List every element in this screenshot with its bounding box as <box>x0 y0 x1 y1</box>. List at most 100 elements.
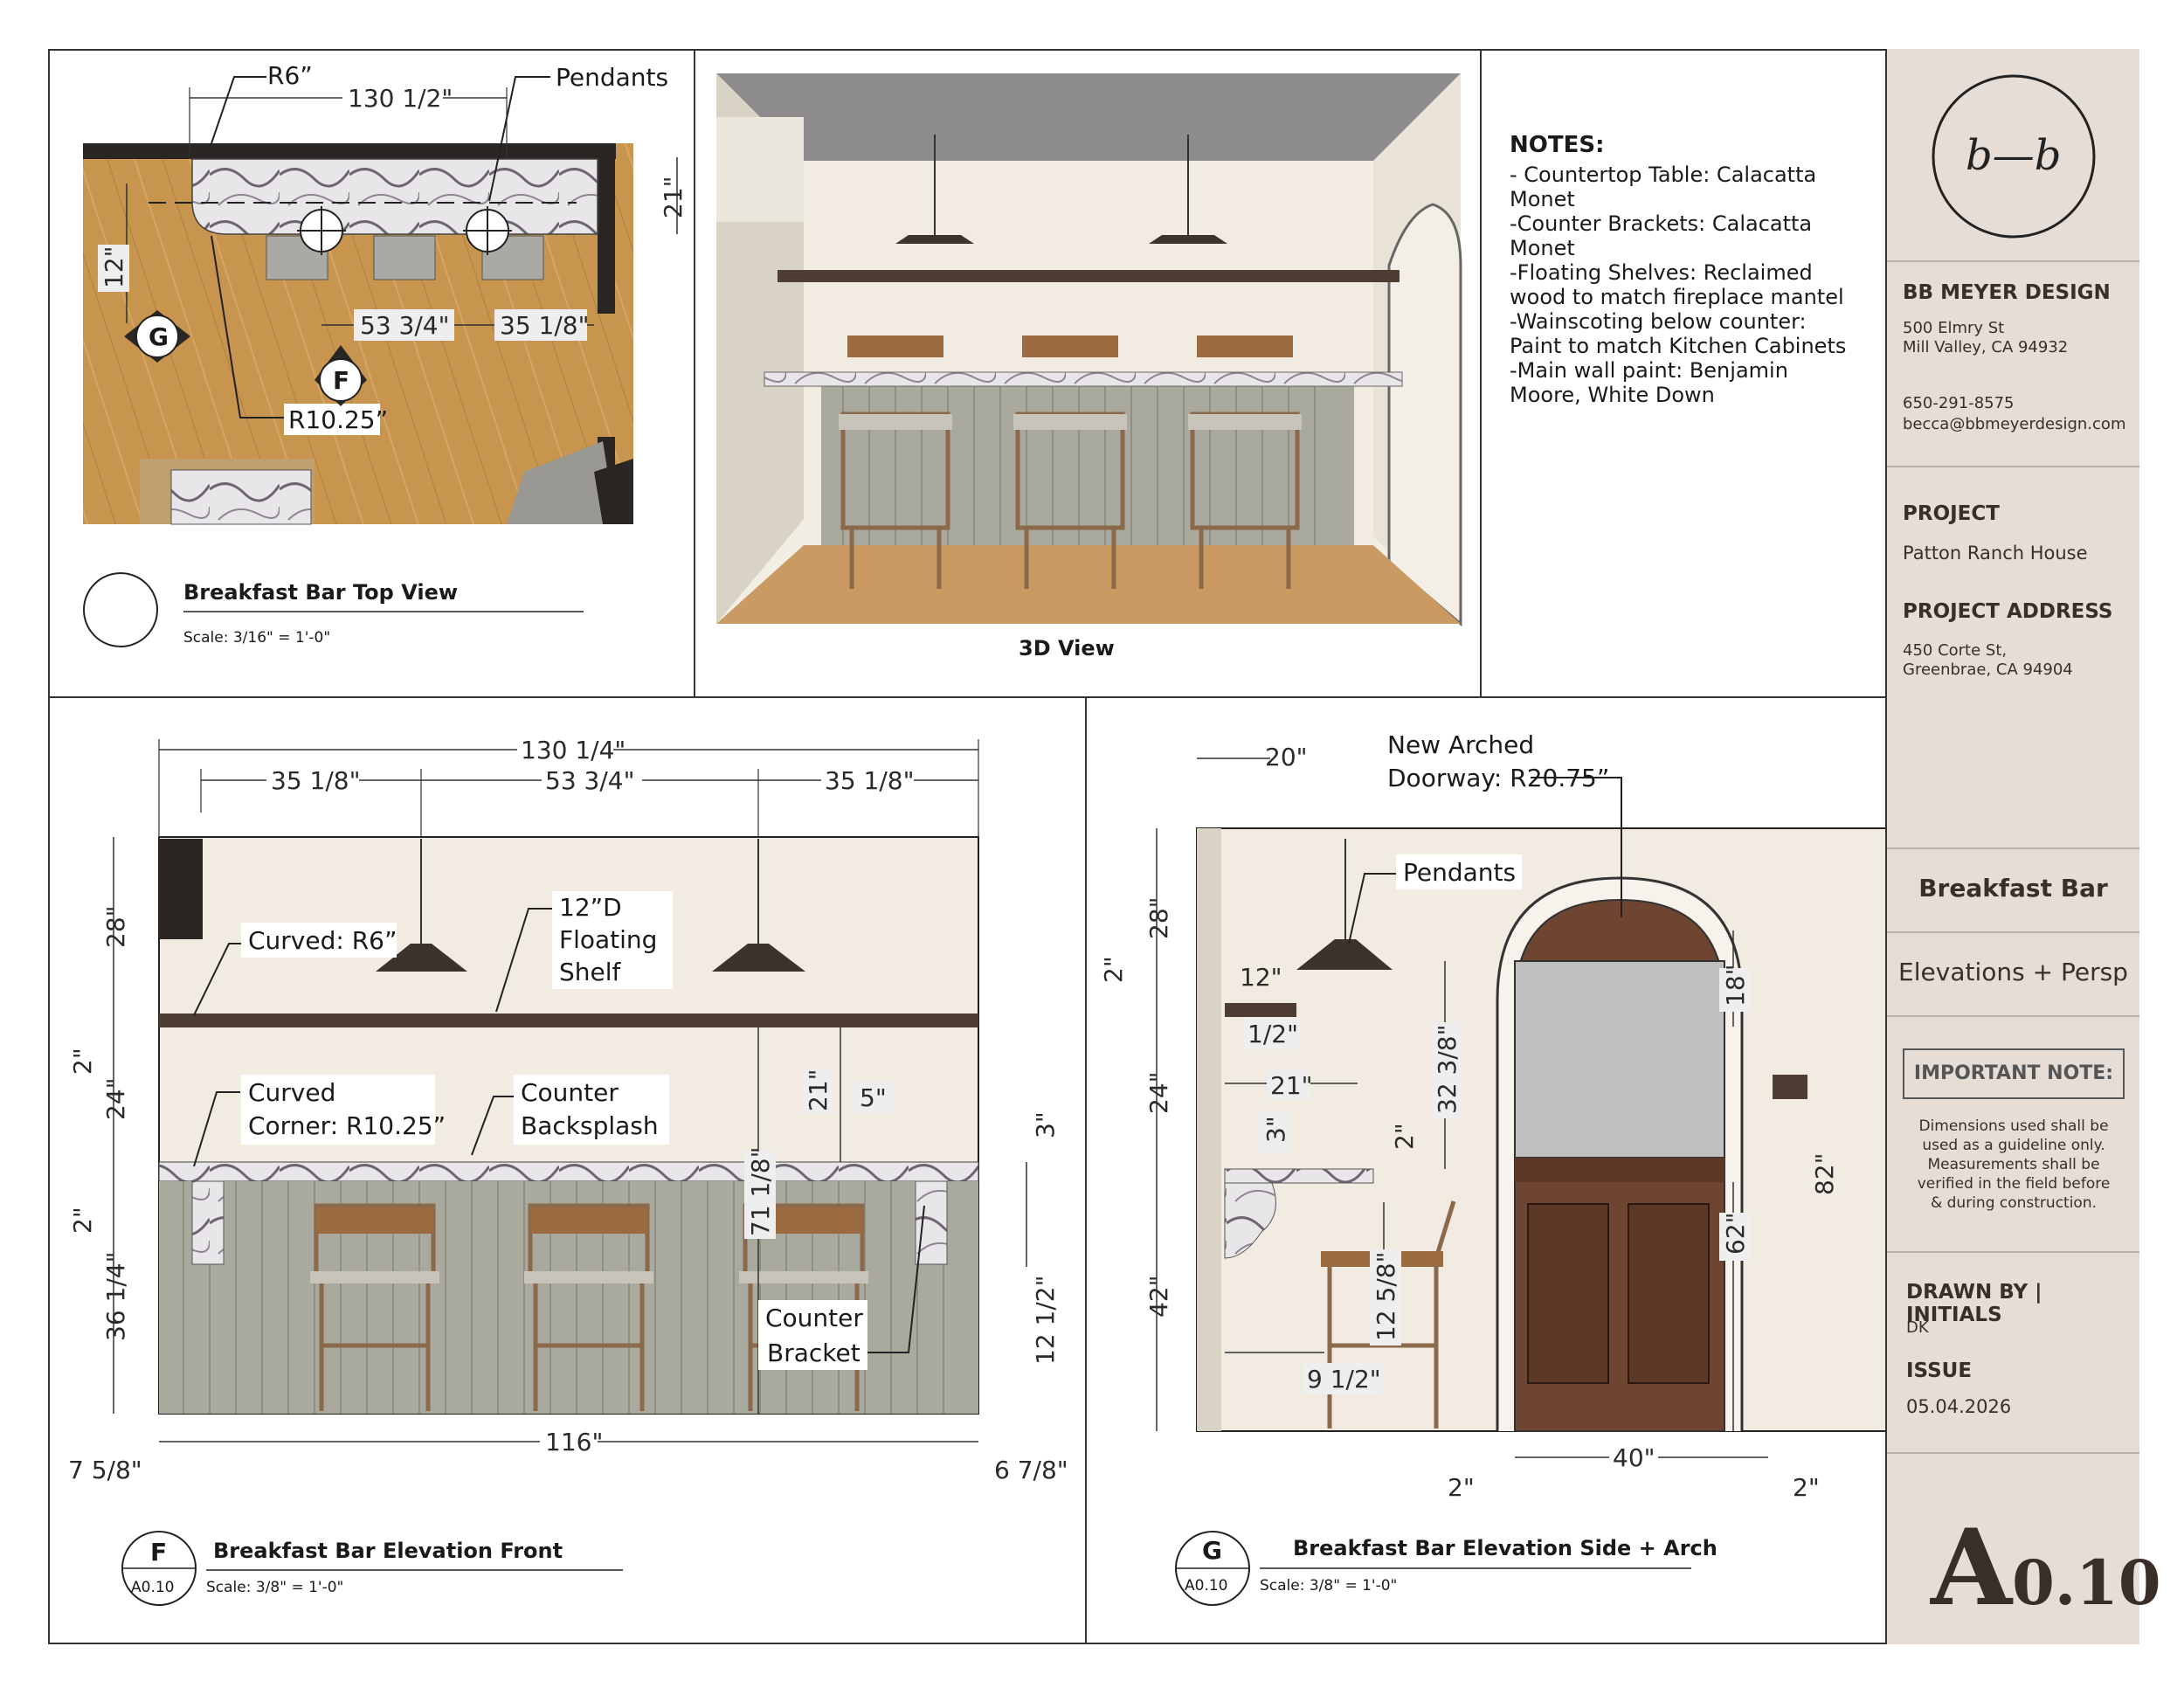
side-dim-32: 32 3/8" <box>1433 1025 1462 1114</box>
top-marker-f: F <box>333 366 349 395</box>
project-name: Patton Ranch House <box>1903 543 2088 564</box>
side-label-pendants: Pendants <box>1403 858 1516 887</box>
front-dim-130: 130 1/4" <box>521 736 625 764</box>
front-label-backsplash-2: Backsplash <box>521 1111 659 1140</box>
front-dim-35b: 35 1/8" <box>825 766 914 795</box>
side-dim-2c: 2" <box>1448 1473 1475 1502</box>
front-dim-6875: 6 7/8" <box>994 1456 1068 1484</box>
project-label: PROJECT <box>1903 502 2000 525</box>
sheet-number-b: 0.10 <box>2012 1546 2161 1619</box>
front-dim-3: 3" <box>1031 1111 1060 1138</box>
front-elevation-drawing: 130 1/4" 35 1/8" 53 3/4" 35 1/8" 28" 2" … <box>68 736 1068 1606</box>
notes-heading: NOTES: <box>1510 132 1605 158</box>
side-label-arch-2: Doorway: R20.75” <box>1387 764 1609 792</box>
project-address-1: 450 Corte St, <box>1903 641 2008 660</box>
side-dim-28: 28" <box>1144 896 1173 939</box>
side-dim-82: 82" <box>1810 1152 1839 1195</box>
top-marker-g: G <box>149 322 169 351</box>
sheet-subtitle: Elevations + Persp <box>1898 958 2128 986</box>
side-dim-62: 62" <box>1721 1212 1750 1255</box>
front-dim-24: 24" <box>101 1077 130 1120</box>
side-title: Breakfast Bar Elevation Side + Arch <box>1293 1536 1717 1560</box>
side-label-arch-1: New Arched <box>1387 730 1534 759</box>
firm-phone: 650-291-8575 <box>1903 394 2015 412</box>
front-label-shelf-1: 12”D <box>559 893 622 922</box>
note-item: -Main wall paint: Benjamin Moore, White … <box>1510 358 1788 407</box>
notes-block: NOTES: - Countertop Table: Calacatta Mon… <box>1510 133 1859 407</box>
logo-mark: b—b <box>1932 74 2096 239</box>
important-note-label: IMPORTANT NOTE: <box>1903 1048 2125 1099</box>
project-address-label: PROJECT ADDRESS <box>1903 600 2113 623</box>
front-dim-116: 116" <box>545 1428 603 1456</box>
side-callout-sheet: A0.10 <box>1185 1577 1227 1595</box>
three-d-view <box>716 73 1462 627</box>
front-counter <box>158 1161 979 1182</box>
floor-3d <box>716 545 1461 624</box>
front-dim-2b: 2" <box>68 1207 97 1234</box>
side-dim-20: 20" <box>1265 743 1308 771</box>
top-dim-35125: 35 1/8" <box>500 311 589 340</box>
side-dim-21: 21" <box>1270 1071 1313 1100</box>
note-item: - Countertop Table: Calacatta Monet <box>1510 163 1817 211</box>
side-dim-half: 1/2" <box>1248 1020 1298 1048</box>
important-line-4: verified in the field before <box>1917 1175 2111 1193</box>
side-dim-42: 42" <box>1144 1275 1173 1318</box>
front-dim-21: 21" <box>804 1069 833 1111</box>
important-line-3: Measurements shall be <box>1927 1156 2100 1173</box>
front-dim-71: 71 1/8" <box>746 1147 775 1236</box>
front-dim-7625: 7 5/8" <box>68 1456 142 1484</box>
side-dim-12625: 12 5/8" <box>1372 1252 1400 1341</box>
title-block: b—b BB MEYER DESIGN 500 Elmry St Mill Va… <box>1885 49 2161 1644</box>
sheet-number: A0.10 <box>1931 1506 2161 1629</box>
counter-3d <box>764 371 1403 387</box>
issue-label: ISSUE <box>1906 1359 1973 1382</box>
top-view-title: Breakfast Bar Top View <box>183 580 458 605</box>
note-item: -Wainscoting below counter: Paint to mat… <box>1510 309 1847 358</box>
front-callout-letter: F <box>150 1538 167 1567</box>
front-dim-28: 28" <box>101 905 130 948</box>
side-elevation-drawing: 20" 28" 2" 12" 1/2" 24" 21" 3" 2" 32 3/8… <box>1099 730 2015 1606</box>
front-dim-5: 5" <box>860 1083 887 1112</box>
side-dim-12: 12" <box>1240 963 1282 992</box>
logo-text: b—b <box>1966 131 2061 180</box>
top-dim-12: 12" <box>100 246 128 288</box>
side-dim-2a: 2" <box>1099 956 1128 983</box>
side-dim-24: 24" <box>1144 1071 1173 1114</box>
front-dim-5375: 53 3/4" <box>545 766 634 795</box>
top-r6-label: R6” <box>267 61 313 90</box>
divider-top-1 <box>694 49 695 697</box>
divider-top-2 <box>1480 49 1482 697</box>
front-label-bracket-2: Bracket <box>767 1339 860 1367</box>
note-item: -Floating Shelves: Reclaimed wood to mat… <box>1510 260 1844 309</box>
front-floating-shelf <box>159 1013 978 1027</box>
front-scale: Scale: 3/8" = 1'-0" <box>206 1579 343 1596</box>
front-callout-sheet: A0.10 <box>131 1579 174 1596</box>
side-dim-40: 40" <box>1613 1443 1655 1472</box>
issue-date: 05.04.2026 <box>1906 1396 2012 1417</box>
drawn-by-label: DRAWN BY | INITIALS <box>1906 1281 2042 1326</box>
top-dim-5375: 53 3/4" <box>360 311 449 340</box>
floating-shelf-3d <box>778 270 1400 282</box>
three-d-title: 3D View <box>1019 636 1115 661</box>
front-dim-125: 12 1/2" <box>1031 1276 1060 1365</box>
front-label-backsplash-1: Counter <box>521 1078 619 1107</box>
side-dim-2d: 2" <box>1793 1473 1820 1502</box>
side-callout-letter: G <box>1202 1536 1222 1565</box>
top-dim-130: 130 1/2" <box>348 84 453 113</box>
front-label-curved-r6: Curved: R6” <box>248 926 397 955</box>
front-label-shelf-3: Shelf <box>559 958 622 986</box>
note-item: -Counter Brackets: Calacatta Monet <box>1510 211 1813 260</box>
top-dim-21: 21" <box>659 176 688 218</box>
front-label-shelf-2: Floating <box>559 925 657 954</box>
divider-middle <box>48 696 1886 698</box>
important-line-2: used as a guideline only. <box>1922 1137 2105 1154</box>
front-dim-35a: 35 1/8" <box>271 766 360 795</box>
firm-email: becca@bbmeyerdesign.com <box>1903 415 2126 433</box>
divider-bottom <box>1085 696 1087 1644</box>
top-view-scale: Scale: 3/16" = 1'-0" <box>183 629 330 647</box>
top-r1025-label: R10.25” <box>288 405 388 434</box>
firm-name: BB MEYER DESIGN <box>1903 281 2111 304</box>
sheet-number-a: A <box>1931 1506 2013 1629</box>
side-scale: Scale: 3/8" = 1'-0" <box>1260 1577 1397 1595</box>
side-dim-3: 3" <box>1261 1116 1290 1143</box>
